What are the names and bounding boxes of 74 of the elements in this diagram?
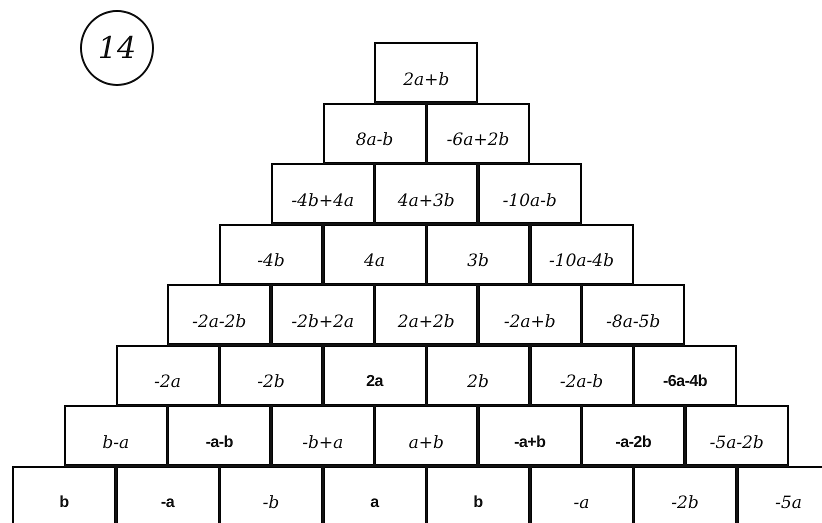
pyramid-brick (478, 284, 582, 345)
expression: b-a (102, 432, 130, 452)
expression: -10a-4b (549, 251, 614, 271)
expression: -2a-2b (192, 312, 246, 332)
pyramid-brick (684, 405, 789, 466)
expression: 8a-b (356, 130, 394, 150)
pyramid-brick (581, 284, 686, 345)
pyramid-brick (426, 344, 530, 406)
pyramid-brick (116, 466, 220, 523)
expression: -2a (154, 372, 181, 392)
expression: -4b (257, 251, 285, 271)
pyramid-brick (581, 405, 686, 466)
expression: -10a-b (502, 190, 557, 210)
pyramid-brick (478, 163, 582, 224)
pyramid-brick (12, 466, 116, 523)
pyramid-brick (219, 224, 323, 284)
expression: -6a+2b (446, 130, 510, 150)
expression: 2a+2b (398, 312, 455, 332)
pyramid-brick (116, 344, 220, 406)
pyramid-brick (270, 163, 375, 224)
expression: -a (574, 493, 590, 513)
pyramid-brick (736, 466, 822, 523)
pyramid-brick (270, 405, 375, 466)
pyramid-brick (322, 224, 426, 284)
pyramid-brick (270, 284, 375, 345)
expression: b (59, 494, 69, 512)
pyramid-brick (374, 42, 478, 103)
expression: -4b+4a (291, 190, 354, 210)
pyramid-brick (530, 466, 634, 523)
expression: a (370, 494, 379, 512)
circled-number (80, 10, 154, 86)
expression: 2a+b (403, 70, 450, 90)
expression: -2b+2a (291, 312, 354, 332)
expression: 4a+3b (398, 190, 455, 210)
expression: -a-2b (615, 434, 652, 452)
expression: -6a-4b (662, 373, 708, 391)
pyramid-brick (633, 466, 737, 523)
pyramid-brick (167, 284, 272, 345)
pyramid-brick (167, 405, 272, 466)
expression: -a (160, 494, 174, 512)
expression: -a+b (514, 434, 546, 452)
expression: -2a-b (560, 372, 604, 392)
expression: -b (262, 493, 280, 513)
pyramid-brick (530, 224, 634, 284)
expression: a+b (408, 432, 444, 452)
expression: -5a (775, 493, 802, 513)
expression: -a-b (206, 434, 233, 452)
pyramid-brick (426, 224, 530, 284)
pyramid-brick (478, 405, 582, 466)
expression: -5a-2b (710, 432, 764, 452)
expression: 4a (364, 251, 385, 271)
pyramid-brick (322, 466, 426, 523)
pyramid-brick (374, 284, 478, 345)
pyramid-brick (374, 163, 478, 224)
expression: -2b (671, 493, 699, 513)
pyramid-brick (530, 344, 634, 406)
pyramid-brick (426, 102, 530, 164)
exercise-number: 14 (98, 30, 136, 66)
pyramid-brick (219, 466, 323, 523)
expression: -2b (257, 372, 285, 392)
expression: 2b (467, 372, 489, 392)
pyramid-brick (426, 466, 530, 523)
expression: 3b (467, 251, 489, 271)
pyramid-brick (219, 344, 323, 406)
pyramid-brick (322, 102, 426, 164)
pyramid-brick (322, 344, 426, 406)
expression: -b+a (302, 432, 344, 452)
pyramid-brick (633, 344, 737, 406)
pyramid-brick (64, 405, 168, 466)
expression: 2a (366, 373, 383, 391)
expression: -8a-5b (606, 312, 660, 332)
expression: -2a+b (504, 312, 556, 332)
expression: b (473, 494, 483, 512)
pyramid-brick (374, 405, 478, 466)
